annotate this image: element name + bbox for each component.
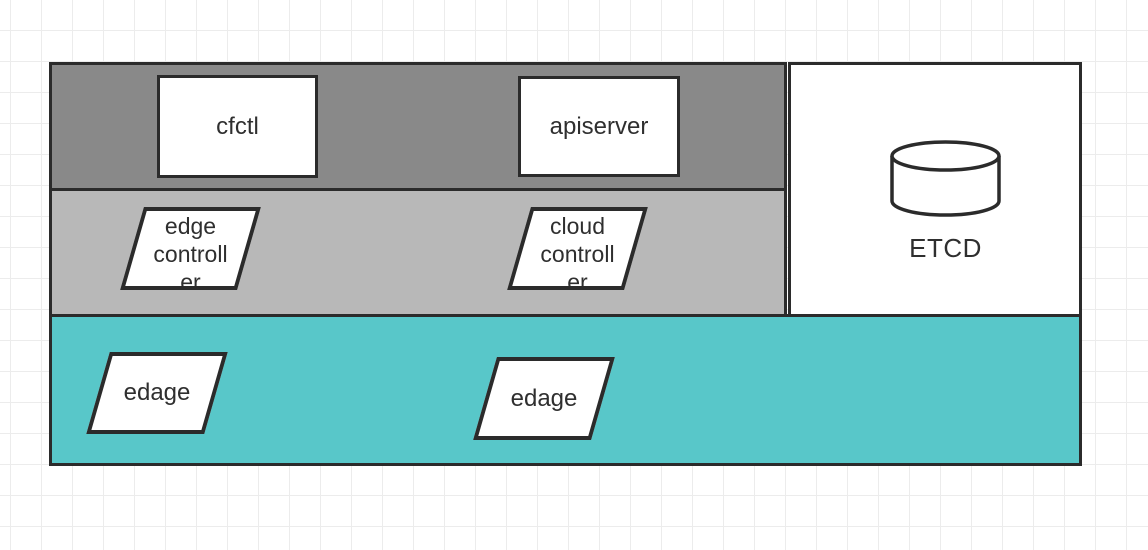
edge-controller-node[interactable]: edge controll er: [120, 207, 261, 290]
cfctl-label: cfctl: [216, 112, 259, 140]
database-cylinder-icon: [890, 140, 1001, 217]
etcd-node[interactable]: ETCD: [788, 62, 1082, 317]
cloud-controller-line-3: er: [567, 269, 588, 290]
edge-controller-label: edge controll er: [136, 211, 245, 290]
edage-node-left[interactable]: edage: [86, 352, 228, 434]
cloud-controller-node[interactable]: cloud controll er: [507, 207, 648, 290]
apiserver-node[interactable]: apiserver: [518, 76, 680, 177]
edage-right-label: edage: [510, 384, 578, 412]
cloud-controller-line-2: controll: [540, 241, 615, 267]
edage-left-label: edage: [123, 379, 191, 406]
etcd-label: ETCD: [909, 233, 982, 263]
edge-controller-line-2: controll: [153, 241, 228, 267]
edge-controller-line-3: er: [180, 269, 201, 290]
cloud-controller-line-1: cloud: [550, 213, 605, 239]
control-plane-band[interactable]: cfctl apiserver: [49, 62, 787, 191]
edge-controller-line-1: edge: [164, 213, 217, 239]
cfctl-node[interactable]: cfctl: [157, 75, 318, 178]
edge-band[interactable]: edage edage: [49, 314, 1082, 466]
edage-node-right[interactable]: edage: [473, 357, 615, 440]
controller-band[interactable]: edge controll er cloud controll er: [49, 188, 787, 317]
apiserver-label: apiserver: [549, 112, 649, 140]
cloud-controller-label: cloud controll er: [523, 211, 632, 290]
